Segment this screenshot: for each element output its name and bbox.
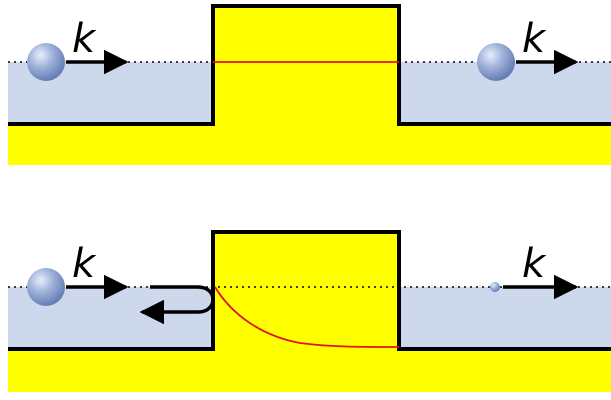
bottom-transmitted-particle <box>490 282 500 292</box>
top-panel: k k <box>8 4 611 165</box>
bottom-incident-k-label: k <box>72 241 97 287</box>
bottom-right-water-region <box>399 287 611 349</box>
bottom-decaying-wavefunction <box>214 286 400 348</box>
bottom-barrier-fill <box>8 232 611 392</box>
top-transmitted-particle <box>477 43 515 81</box>
top-incident-k-label: k <box>72 16 97 62</box>
bottom-incident-particle <box>27 268 65 306</box>
bottom-panel: k k <box>8 230 611 392</box>
bottom-barrier-outline <box>8 230 611 351</box>
bottom-reflected-arrow <box>139 285 215 325</box>
top-incident-particle <box>27 43 65 81</box>
top-transmitted-k-label: k <box>522 16 547 62</box>
top-barrier-outline <box>8 4 611 126</box>
bottom-transmitted-k-label: k <box>522 241 547 287</box>
